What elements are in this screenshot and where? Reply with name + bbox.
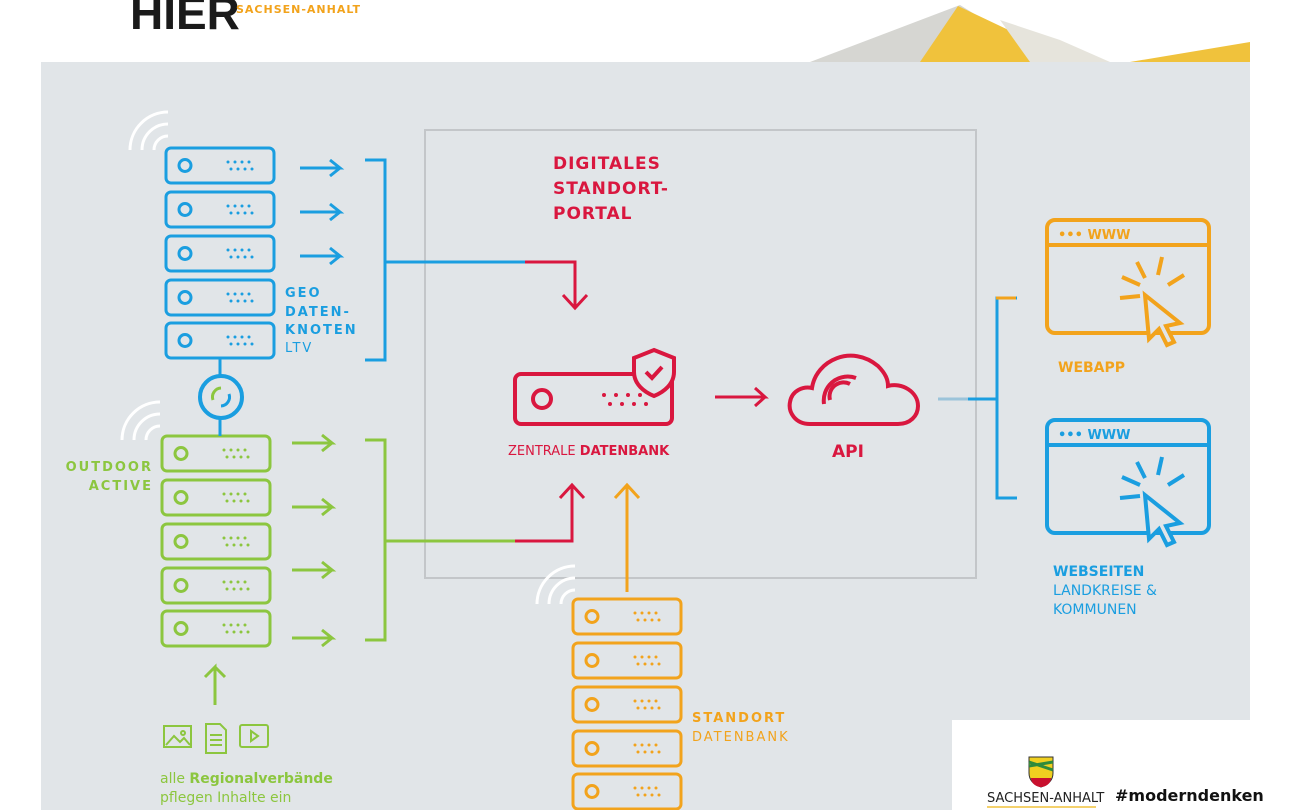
- sync-icon: [198, 374, 244, 420]
- geo-label-1: GEO: [285, 286, 322, 301]
- cloud-wifi-icon: [787, 353, 921, 426]
- image-icon: [163, 725, 192, 748]
- webapp-url: ••• WWW: [1058, 228, 1130, 243]
- portal-title-1: DIGITALES: [553, 154, 661, 174]
- geo-label-2: DATEN-: [285, 305, 351, 320]
- wifi-icon: [120, 400, 161, 441]
- portal-title-3: PORTAL: [553, 204, 633, 224]
- websites-url: ••• WWW: [1058, 428, 1130, 443]
- webapp-browser-icon: [1045, 218, 1211, 348]
- geo-label-3: KNOTEN: [285, 323, 358, 338]
- standort-server-icon: [571, 597, 683, 636]
- geo-server-icon: [164, 190, 276, 229]
- wifi-icon: [535, 564, 576, 605]
- outdoor-server-icon: [160, 478, 272, 517]
- wifi-icon: [128, 110, 169, 151]
- outdoor-server-icon: [160, 609, 272, 648]
- footer-state-name: SACHSEN-ANHALT: [987, 791, 1104, 806]
- geo-server-icon: [164, 146, 276, 185]
- standort-label-1: STANDORT: [692, 711, 786, 726]
- standort-server-icon: [571, 685, 683, 724]
- standort-server-icon: [571, 729, 683, 768]
- footer-hashtag: #moderndenken: [1115, 786, 1264, 805]
- webapp-label: WEBAPP: [1058, 360, 1125, 376]
- outdoor-label-2: ACTIVE: [89, 479, 153, 494]
- regional-line-1: alle Regionalverbände: [160, 771, 333, 787]
- websites-sub-1: LANDKREISE &: [1053, 583, 1157, 599]
- document-icon: [205, 723, 227, 754]
- geo-server-icon: [164, 234, 276, 273]
- standort-server-icon: [571, 772, 683, 810]
- footer-box: [952, 720, 1250, 810]
- standort-label-2: DATENBANK: [692, 730, 790, 745]
- api-label: API: [832, 442, 864, 462]
- websites-label: WEBSEITEN: [1053, 564, 1144, 580]
- central-db-label: ZENTRALE DATENBANK: [508, 444, 670, 459]
- websites-sub-2: KOMMUNEN: [1053, 602, 1137, 618]
- websites-browser-icon: [1045, 418, 1211, 548]
- portal-box: [424, 129, 977, 579]
- logo-subtitle: SACHSEN-ANHALT: [236, 3, 361, 16]
- outdoor-label-1: OUTDOOR: [66, 460, 153, 475]
- coat-of-arms-icon: [1028, 756, 1054, 788]
- regional-line-2: pflegen Inhalte ein: [160, 790, 291, 806]
- geo-sub: LTV: [285, 341, 313, 356]
- outdoor-server-icon: [160, 566, 272, 605]
- logo-text: HIER: [130, 0, 240, 39]
- standort-server-icon: [571, 641, 683, 680]
- outdoor-server-icon: [160, 522, 272, 561]
- outdoor-server-icon: [160, 434, 272, 473]
- central-database-icon: [513, 347, 676, 426]
- mountain-decoration: [810, 5, 1250, 62]
- video-icon: [239, 724, 269, 748]
- geo-server-icon: [164, 278, 276, 317]
- portal-title-2: STANDORT-: [553, 179, 669, 199]
